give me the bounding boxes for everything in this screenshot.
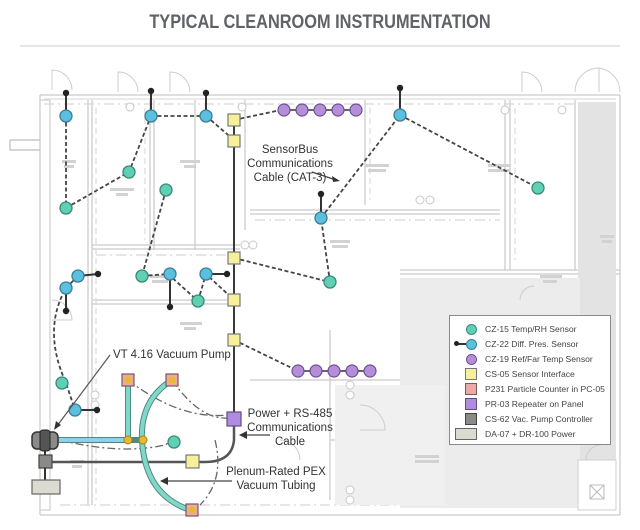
callout-sensorbus-line2: Communications [247,158,333,170]
legend-item-repeater: PR-03 Repeater on Panel [450,397,610,411]
temp-rh-sensor[interactable] [122,165,136,179]
sensor-interface[interactable] [227,293,241,307]
ref-temp-sensor[interactable] [349,103,363,117]
diff-pressure-sensor[interactable] [163,267,177,281]
particle-counter[interactable] [165,373,179,387]
sensor-interface-icon [465,368,477,380]
diff-pressure-sensor[interactable] [68,403,82,417]
particle-counter[interactable] [121,373,135,387]
callout-sensorbus: SensorBus Communications Cable (CAT-3) [247,144,340,184]
tube-junctions [123,435,148,445]
sensor-interface[interactable] [227,333,241,347]
callout-pex-line1: Plenum-Rated PEX [226,466,326,478]
diff-pressure-sensor[interactable] [393,108,407,122]
sensor-interface[interactable] [227,251,241,265]
diff-pressure-sensor-icon [466,339,477,350]
diff-pressure-sensor[interactable] [199,267,213,281]
legend-item-temp-rh: CZ-15 Temp/RH Sensor [450,322,610,336]
callout-vacuum-pump-text: VT 4.16 Vacuum Pump [113,349,231,361]
power-supply[interactable] [31,479,61,495]
legend-item-ref-temp: CZ-19 Ref/Far Temp Sensor [450,352,610,366]
pump-controller-icon [465,413,477,425]
ref-temp-sensor[interactable] [345,364,359,378]
legend-item-diff-pres: CZ-22 Diff. Pres. Sensor [450,337,610,351]
temp-rh-sensor[interactable] [55,376,69,390]
ref-temp-sensor-icon [466,354,477,365]
janitor-fixture [589,484,605,500]
callout-vacuum-pump: VT 4.16 Vacuum Pump [54,349,231,430]
temp-rh-sensor[interactable] [159,183,173,197]
diff-pressure-sensor[interactable] [59,109,73,123]
columns [90,102,567,505]
probe-stalk-icon [456,343,466,345]
diagram-title: TYPICAL CLEANROOM INSTRUMENTATION [149,12,491,33]
vac-pump-controller[interactable] [38,454,53,469]
legend-item-pump-controller: CS-62 Vac. Pump Controller [450,412,610,426]
diff-pressure-sensor[interactable] [314,211,328,225]
callout-power-line1: Power + RS-485 [248,408,333,420]
vacuum-pump[interactable] [31,429,59,452]
ref-temp-sensor[interactable] [291,364,305,378]
ref-temp-sensor[interactable] [327,364,341,378]
arrowhead-icon [332,176,340,182]
temp-rh-sensor[interactable] [531,181,545,195]
probe-tips [62,84,404,414]
callout-power-rs485: Power + RS-485 Communications Cable [239,408,333,448]
diff-pressure-sensor[interactable] [59,281,73,295]
ref-temp-sensor[interactable] [331,103,345,117]
repeater-panel[interactable] [226,411,242,427]
sensor-interface[interactable] [227,113,241,127]
arrowhead-icon [54,421,61,430]
diff-pressure-sensors [59,108,407,417]
legend-item-power: DA-07 + DR-100 Power [450,427,610,441]
door-swings [51,67,621,461]
power-supply-icon [455,428,477,440]
temp-rh-sensors [55,165,545,449]
callout-sensorbus-line3: Cable (CAT-3) [254,172,327,184]
ref-temp-sensor[interactable] [277,103,291,117]
ref-temp-sensor[interactable] [313,103,327,117]
repeater-icon [465,398,477,410]
ref-temp-sensor[interactable] [309,364,323,378]
callout-pex: Plenum-Rated PEX Vacuum Tubing [160,466,326,492]
callout-sensorbus-line1: SensorBus [262,144,319,156]
temp-rh-sensor[interactable] [323,275,337,289]
legend-item-particle-counter: P231 Particle Counter in PC-05 [450,382,610,396]
diff-pressure-sensor[interactable] [71,269,85,283]
sensor-interface[interactable] [185,454,200,469]
probe-tip-icon [454,341,459,346]
temp-rh-sensor[interactable] [135,269,149,283]
arrowhead-icon [160,477,168,485]
particle-counters [121,373,199,517]
diff-pressure-sensor[interactable] [144,109,158,123]
callout-vacuum-pump-leader [56,354,111,427]
temp-rh-sensor[interactable] [167,435,181,449]
temp-rh-sensor[interactable] [59,201,73,215]
ref-temp-sensor[interactable] [363,364,377,378]
power-rs485-cable [52,425,236,464]
callout-sensorbus-leader [311,171,337,181]
ref-temp-sensor[interactable] [295,103,309,117]
temp-rh-sensor[interactable] [191,294,205,308]
sensor-interfaces [185,113,241,469]
arrowhead-icon [239,431,247,439]
temp-rh-sensor-icon [466,324,477,335]
legend: CZ-15 Temp/RH Sensor CZ-22 Diff. Pres. S… [449,315,611,445]
callout-pex-line2: Vacuum Tubing [236,480,315,492]
callout-power-line3: Cable [275,436,305,448]
callout-power-line2: Communications [247,422,333,434]
sensor-interface[interactable] [227,134,241,148]
diff-pressure-sensor[interactable] [199,109,213,123]
title-divider [20,45,620,47]
particle-counter[interactable] [185,503,199,517]
legend-item-sensor-interface: CS-05 Sensor Interface [450,367,610,381]
ref-temp-sensors [277,103,377,378]
particle-counter-icon [465,383,477,395]
room-lower-left [335,385,445,505]
